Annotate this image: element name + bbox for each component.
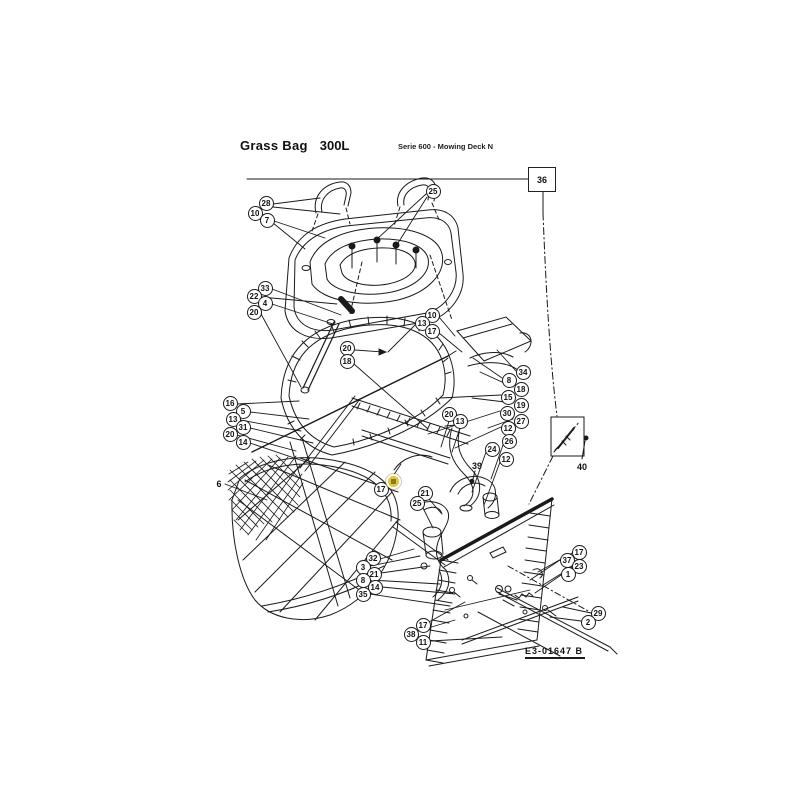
callout-8: 8 xyxy=(355,572,371,588)
callout-20: 20 xyxy=(339,340,355,356)
page-number-box: 36 xyxy=(528,167,556,192)
highlight-marker xyxy=(385,473,401,489)
rear-panel xyxy=(425,497,555,667)
callout-17: 17 xyxy=(415,617,431,633)
callout-8: 8 xyxy=(501,372,517,388)
series-subtitle: Serie 600 - Mowing Deck N xyxy=(398,142,494,151)
size-label: 300L xyxy=(319,138,350,153)
callout-4: 4 xyxy=(257,295,273,311)
callout-27: 27 xyxy=(513,413,529,429)
part-label-6: 6 xyxy=(216,479,222,489)
funnel-chute xyxy=(392,423,500,601)
callout-7: 7 xyxy=(259,212,275,228)
mesh-crosshatch xyxy=(227,454,304,541)
callout-18: 18 xyxy=(339,353,355,369)
support-rails xyxy=(251,350,471,472)
callout-15: 15 xyxy=(500,389,516,405)
callout-38: 38 xyxy=(403,626,419,642)
drawing-frame xyxy=(246,178,558,505)
callout-28: 28 xyxy=(258,195,274,211)
callout-35: 35 xyxy=(355,586,371,602)
part-label-40: 40 xyxy=(576,462,588,472)
callout-12: 12 xyxy=(498,451,514,467)
callout-10: 10 xyxy=(247,205,263,221)
detail-box-screw xyxy=(550,416,589,460)
rod-hardware xyxy=(461,565,618,657)
callout-33: 33 xyxy=(257,280,273,296)
callout-1: 1 xyxy=(560,566,576,582)
page-title: Grass Bag xyxy=(240,138,308,153)
strut xyxy=(300,296,355,394)
top-cover xyxy=(284,209,464,340)
callout-30: 30 xyxy=(499,405,515,421)
callout-23: 23 xyxy=(571,558,587,574)
callout-20: 20 xyxy=(222,426,238,442)
page-number: 36 xyxy=(536,174,547,185)
part-label-39: 39 xyxy=(471,461,483,471)
diagram-header: Grass Bag 300L xyxy=(240,138,349,153)
callout-25: 25 xyxy=(409,495,425,511)
deflector-cover xyxy=(456,316,532,373)
callout-14: 14 xyxy=(235,434,251,450)
callout-19: 19 xyxy=(513,397,529,413)
callout-16: 16 xyxy=(222,395,238,411)
callout-26: 26 xyxy=(501,433,517,449)
callout-13: 13 xyxy=(452,413,468,429)
callout-24: 24 xyxy=(484,441,500,457)
callout-20: 20 xyxy=(246,304,262,320)
highlight-core xyxy=(390,478,396,484)
leader-lines xyxy=(224,193,592,642)
drawing-number: E3-01647 B xyxy=(525,646,586,659)
bag-frame xyxy=(280,315,455,456)
callout-34: 34 xyxy=(515,364,531,380)
callout-17: 17 xyxy=(424,323,440,339)
callout-2: 2 xyxy=(580,614,596,630)
callout-17: 17 xyxy=(373,481,389,497)
callout-11: 11 xyxy=(415,634,431,650)
callout-14: 14 xyxy=(367,579,383,595)
callout-25: 25 xyxy=(425,183,441,199)
callout-18: 18 xyxy=(513,381,529,397)
callout-31: 31 xyxy=(235,419,251,435)
